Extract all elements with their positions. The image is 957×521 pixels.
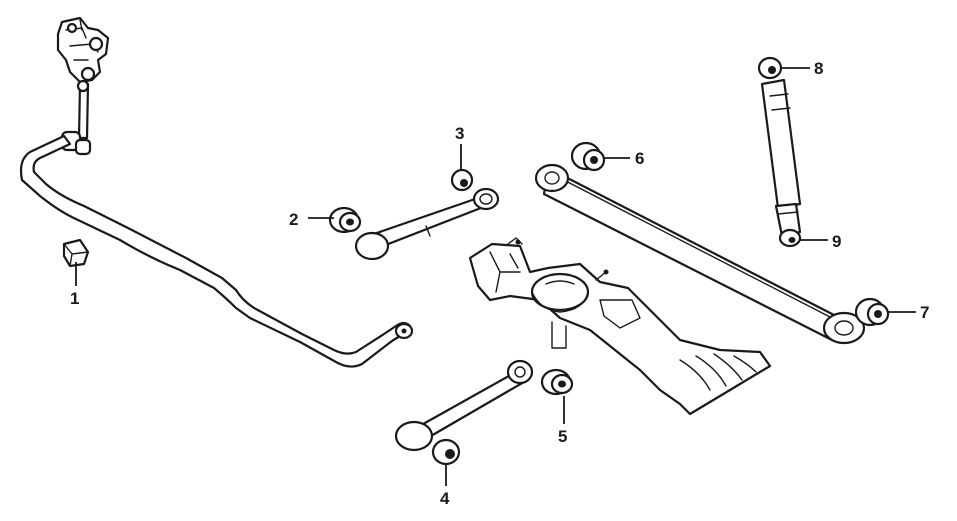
upper-lateral-link [354, 187, 500, 261]
callout-4: 4 [440, 489, 450, 508]
stabilizer-bar [19, 134, 414, 368]
callout-8: 8 [814, 59, 823, 78]
lower-lateral-link [394, 359, 534, 452]
bushing-6 [570, 141, 606, 172]
bushing-7 [854, 297, 890, 327]
leader-lines [75, 67, 916, 486]
stabilizer-link-bracket [56, 16, 110, 84]
callout-3: 3 [455, 124, 464, 143]
callout-9: 9 [832, 232, 841, 251]
stabilizer-bushing [62, 238, 90, 268]
stabilizer-bar-assembly [19, 16, 414, 368]
callout-5: 5 [558, 427, 567, 446]
bushing-5 [540, 368, 574, 396]
bushing-2 [328, 206, 362, 234]
stabilizer-link-rod [60, 79, 92, 156]
bushing-3 [450, 168, 474, 192]
callout-2: 2 [289, 210, 298, 229]
callout-7: 7 [920, 303, 929, 322]
rear-axle-housing [468, 237, 772, 416]
callout-6: 6 [635, 149, 644, 168]
callout-labels: 1 2 3 4 5 6 7 8 9 [70, 59, 929, 508]
trailing-arm [534, 163, 866, 345]
callout-1: 1 [70, 289, 79, 308]
shock-absorber [757, 56, 802, 248]
bushing-4 [431, 438, 461, 466]
